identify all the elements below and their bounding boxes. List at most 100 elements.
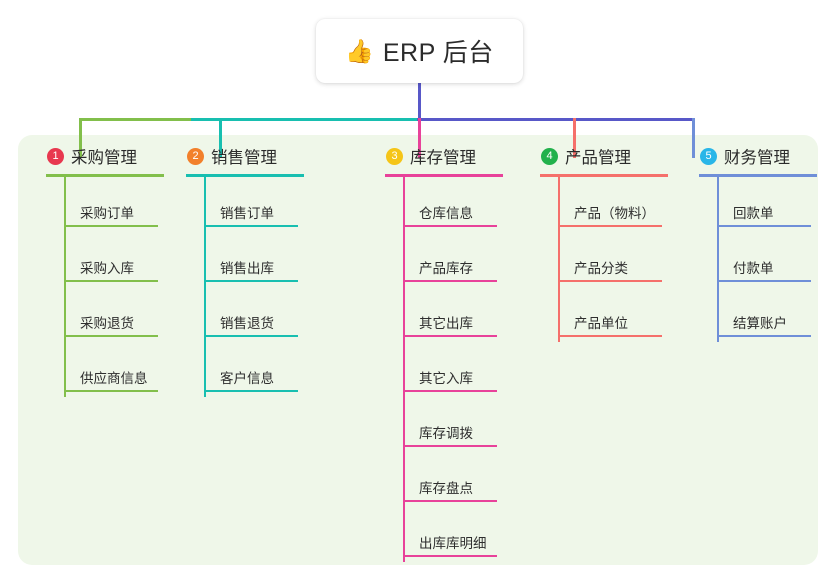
list-item-underline [64, 280, 158, 282]
list-item-underline [558, 225, 662, 227]
column-trunk-line-3 [403, 177, 405, 562]
list-item[interactable]: 销售出库 [170, 232, 320, 287]
list-item[interactable]: 其它出库 [369, 287, 519, 342]
column-header-4[interactable]: 4 产品管理 [524, 143, 684, 169]
list-item[interactable]: 结算账户 [683, 287, 833, 342]
root-stem-line [418, 83, 421, 120]
list-item[interactable]: 其它入库 [369, 342, 519, 397]
stub-col-4 [573, 118, 576, 158]
list-item[interactable]: 采购入库 [30, 232, 180, 287]
list-item-underline [558, 335, 662, 337]
list-item-underline [717, 225, 811, 227]
list-item-underline [64, 335, 158, 337]
list-item[interactable]: 销售退货 [170, 287, 320, 342]
column-title-1: 采购管理 [71, 149, 137, 167]
list-item[interactable]: 供应商信息 [30, 342, 180, 397]
list-item-underline [204, 280, 298, 282]
column-items-2: 销售订单销售出库销售退货客户信息 [170, 177, 320, 397]
list-item-underline [403, 500, 497, 502]
list-item[interactable]: 产品（物料） [524, 177, 684, 232]
list-item[interactable]: 销售订单 [170, 177, 320, 232]
column-title-4: 产品管理 [565, 149, 631, 167]
list-item-label: 其它出库 [419, 316, 473, 331]
column-1: 1 采购管理采购订单采购入库采购退货供应商信息 [30, 143, 180, 397]
bus-segment-teal [191, 118, 419, 121]
list-item-label: 产品（物料） [574, 206, 655, 221]
list-item[interactable]: 库存调拨 [369, 397, 519, 452]
column-badge-icon-4: 4 [541, 147, 558, 165]
column-items-4: 产品（物料） 产品分类产品单位 [524, 177, 684, 342]
bus-segment-green [79, 118, 193, 121]
list-item-underline [558, 280, 662, 282]
column-header-1[interactable]: 1 采购管理 [30, 143, 180, 169]
diagram-panel-background [18, 135, 818, 565]
list-item-label: 结算账户 [733, 316, 787, 331]
list-item[interactable]: 仓库信息 [369, 177, 519, 232]
list-item-label: 产品库存 [419, 261, 473, 276]
column-items-5: 回款单付款单结算账户 [683, 177, 833, 342]
list-item[interactable]: 库存盘点 [369, 452, 519, 507]
column-underline-2 [186, 174, 304, 177]
column-header-5[interactable]: 5 财务管理 [683, 143, 833, 169]
column-5: 5 财务管理回款单付款单结算账户 [683, 143, 833, 342]
column-trunk-line-5 [717, 177, 719, 342]
column-trunk-line-2 [204, 177, 206, 397]
list-item-label: 库存调拨 [419, 426, 473, 441]
list-item-label: 库存盘点 [419, 481, 473, 496]
list-item-label: 销售订单 [220, 206, 274, 221]
list-item-underline [204, 390, 298, 392]
list-item[interactable]: 采购退货 [30, 287, 180, 342]
list-item[interactable]: 产品分类 [524, 232, 684, 287]
list-item[interactable]: 采购订单 [30, 177, 180, 232]
list-item-underline [403, 445, 497, 447]
list-item-underline [403, 555, 497, 557]
column-title-5: 财务管理 [724, 149, 790, 167]
root-node[interactable]: 👍 ERP 后台 [316, 19, 523, 83]
column-title-3: 库存管理 [410, 149, 476, 167]
stub-col-5 [692, 118, 695, 158]
stub-col-3 [418, 118, 421, 158]
list-item-label: 其它入库 [419, 371, 473, 386]
list-item-underline [403, 280, 497, 282]
column-underline-4 [540, 174, 668, 177]
column-underline-5 [699, 174, 817, 177]
list-item-label: 采购退货 [80, 316, 134, 331]
column-title-2: 销售管理 [211, 149, 277, 167]
list-item-label: 回款单 [733, 206, 774, 221]
list-item-label: 出库库明细 [419, 536, 487, 551]
column-items-1: 采购订单采购入库采购退货供应商信息 [30, 177, 180, 397]
list-item-underline [403, 225, 497, 227]
list-item-underline [717, 280, 811, 282]
column-trunk-line-1 [64, 177, 66, 397]
column-2: 2 销售管理销售订单销售出库销售退货客户信息 [170, 143, 320, 397]
list-item-underline [403, 335, 497, 337]
column-header-2[interactable]: 2 销售管理 [170, 143, 320, 169]
list-item-label: 销售出库 [220, 261, 274, 276]
list-item[interactable]: 产品单位 [524, 287, 684, 342]
list-item[interactable]: 产品库存 [369, 232, 519, 287]
list-item-label: 销售退货 [220, 316, 274, 331]
list-item[interactable]: 回款单 [683, 177, 833, 232]
column-badge-icon-2: 2 [187, 147, 204, 165]
column-underline-3 [385, 174, 503, 177]
list-item-underline [64, 390, 158, 392]
list-item-underline [717, 335, 811, 337]
column-badge-icon-5: 5 [700, 147, 717, 165]
list-item[interactable]: 出库库明细 [369, 507, 519, 562]
list-item-underline [204, 335, 298, 337]
list-item-label: 付款单 [733, 261, 774, 276]
list-item-underline [204, 225, 298, 227]
column-underline-1 [46, 174, 164, 177]
list-item-label: 仓库信息 [419, 206, 473, 221]
list-item[interactable]: 付款单 [683, 232, 833, 287]
list-item[interactable]: 客户信息 [170, 342, 320, 397]
list-item-label: 客户信息 [220, 371, 274, 386]
stub-col-2 [219, 118, 222, 158]
column-4: 4 产品管理产品（物料） 产品分类产品单位 [524, 143, 684, 342]
column-badge-icon-1: 1 [47, 147, 64, 165]
list-item-underline [64, 225, 158, 227]
list-item-label: 采购入库 [80, 261, 134, 276]
list-item-label: 产品分类 [574, 261, 628, 276]
